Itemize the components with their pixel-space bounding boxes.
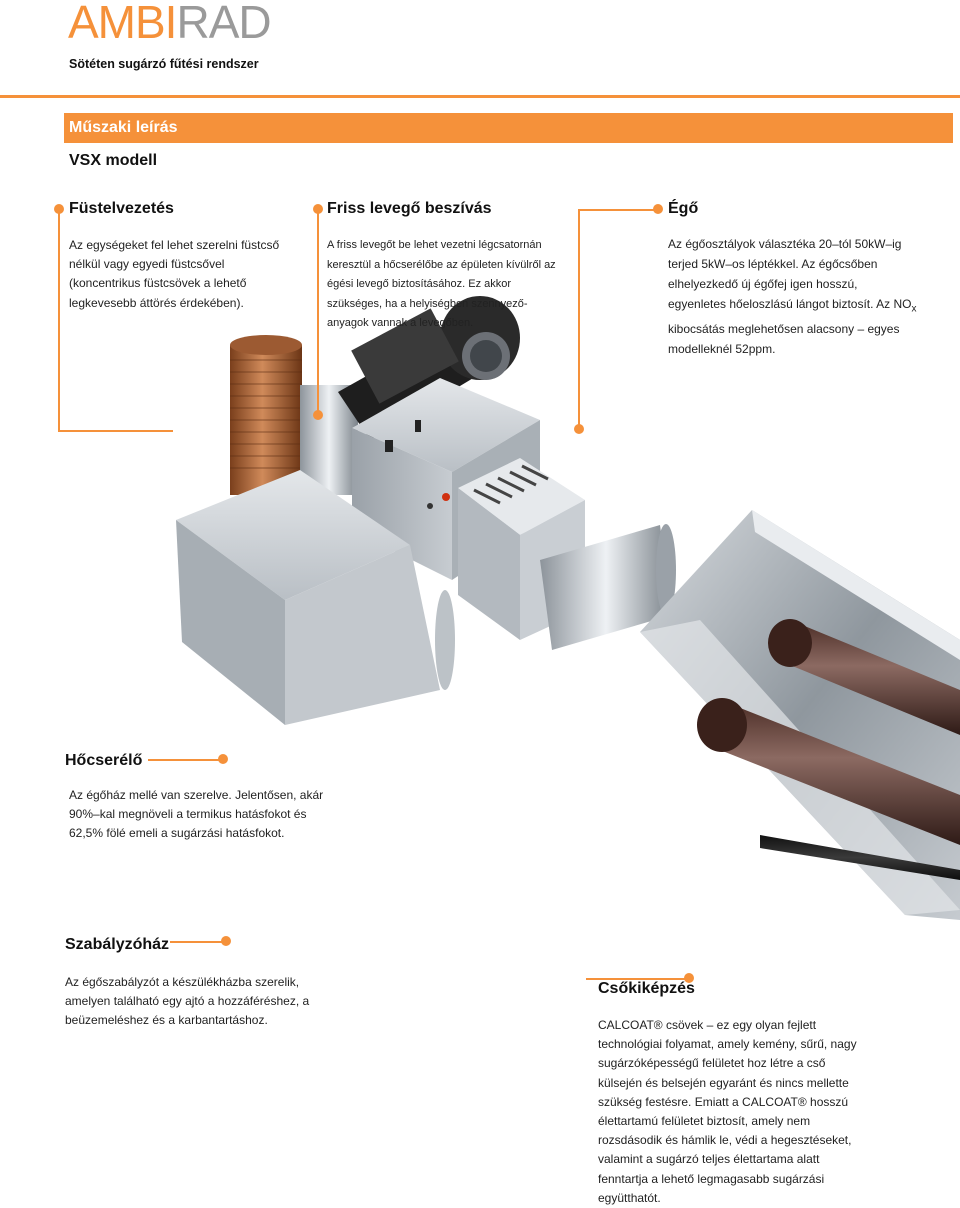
callout-dot-burner-end — [574, 424, 584, 434]
tube-design-text: CALCOAT® csövek – ez egy olyan fejlett t… — [598, 1018, 857, 1205]
burner-text-subscript: x — [911, 303, 917, 315]
burner-text: Az égőosztályok választéka 20–tól 50kW–i… — [668, 234, 918, 359]
callout-line-burner — [578, 209, 580, 429]
callout-line-tube-design — [586, 978, 688, 980]
section-header-bar: Műszaki leírás — [64, 113, 953, 143]
fresh-air-heading: Friss levegő beszívás — [327, 200, 492, 217]
flue-pipe — [230, 335, 358, 495]
section-title: Műszaki leírás — [69, 119, 178, 136]
callout-dot-flue — [54, 204, 64, 214]
heat-exchanger-text: Az égőház mellé van szerelve. Jelentősen… — [69, 788, 324, 841]
callout-dot-fresh-air-end — [313, 410, 323, 420]
blower-assembly — [338, 296, 520, 440]
callout-dot-burner — [653, 204, 663, 214]
callout-line-heat-exchanger — [148, 759, 222, 761]
heat-exchanger-heading: Hőcserélő — [65, 752, 143, 769]
callout-dot-control-box — [221, 936, 231, 946]
model-title: VSX modell — [69, 152, 158, 169]
header-divider — [0, 95, 960, 98]
brand-logo: AMBIRAD — [68, 0, 272, 48]
flue-heading: Füstelvezetés — [69, 200, 174, 217]
callout-line-burner-h — [578, 209, 658, 211]
brand-logo-part2: RAD — [176, 0, 271, 48]
control-box-heading: Szabályzóház — [65, 936, 170, 953]
callout-dot-heat-exchanger — [218, 754, 228, 764]
tagline: Sötéten sugárzó fűtési rendszer — [69, 57, 259, 71]
burner-tube — [540, 524, 676, 650]
tube-design-heading: Csőkiképzés — [598, 980, 695, 997]
callout-line-fresh-air — [317, 210, 319, 415]
brand-logo-part1: AMBI — [68, 0, 177, 48]
callout-dot-fresh-air — [313, 204, 323, 214]
burner-heading: Égő — [668, 200, 699, 217]
heat-exchanger-box — [176, 470, 455, 725]
burner-text-part1: Az égőosztályok választéka 20–tól 50kW–i… — [668, 237, 912, 311]
flue-text: Az egységeket fel lehet szerelni füstcső… — [69, 238, 280, 310]
fresh-air-text: A friss levegőt be lehet vezetni légcsat… — [327, 239, 556, 329]
burner-text-part2: kibocsátás meglehetősen alacsony – egyes… — [668, 322, 900, 357]
callout-dot-tube-design — [684, 973, 694, 983]
callout-line-control-box — [170, 941, 225, 943]
radiant-tube-reflector — [640, 510, 960, 920]
callout-line-flue — [58, 210, 60, 432]
callout-line-flue-h — [58, 430, 173, 432]
control-box-text: Az égőszabályzót a készülékházba szereli… — [65, 975, 310, 1028]
